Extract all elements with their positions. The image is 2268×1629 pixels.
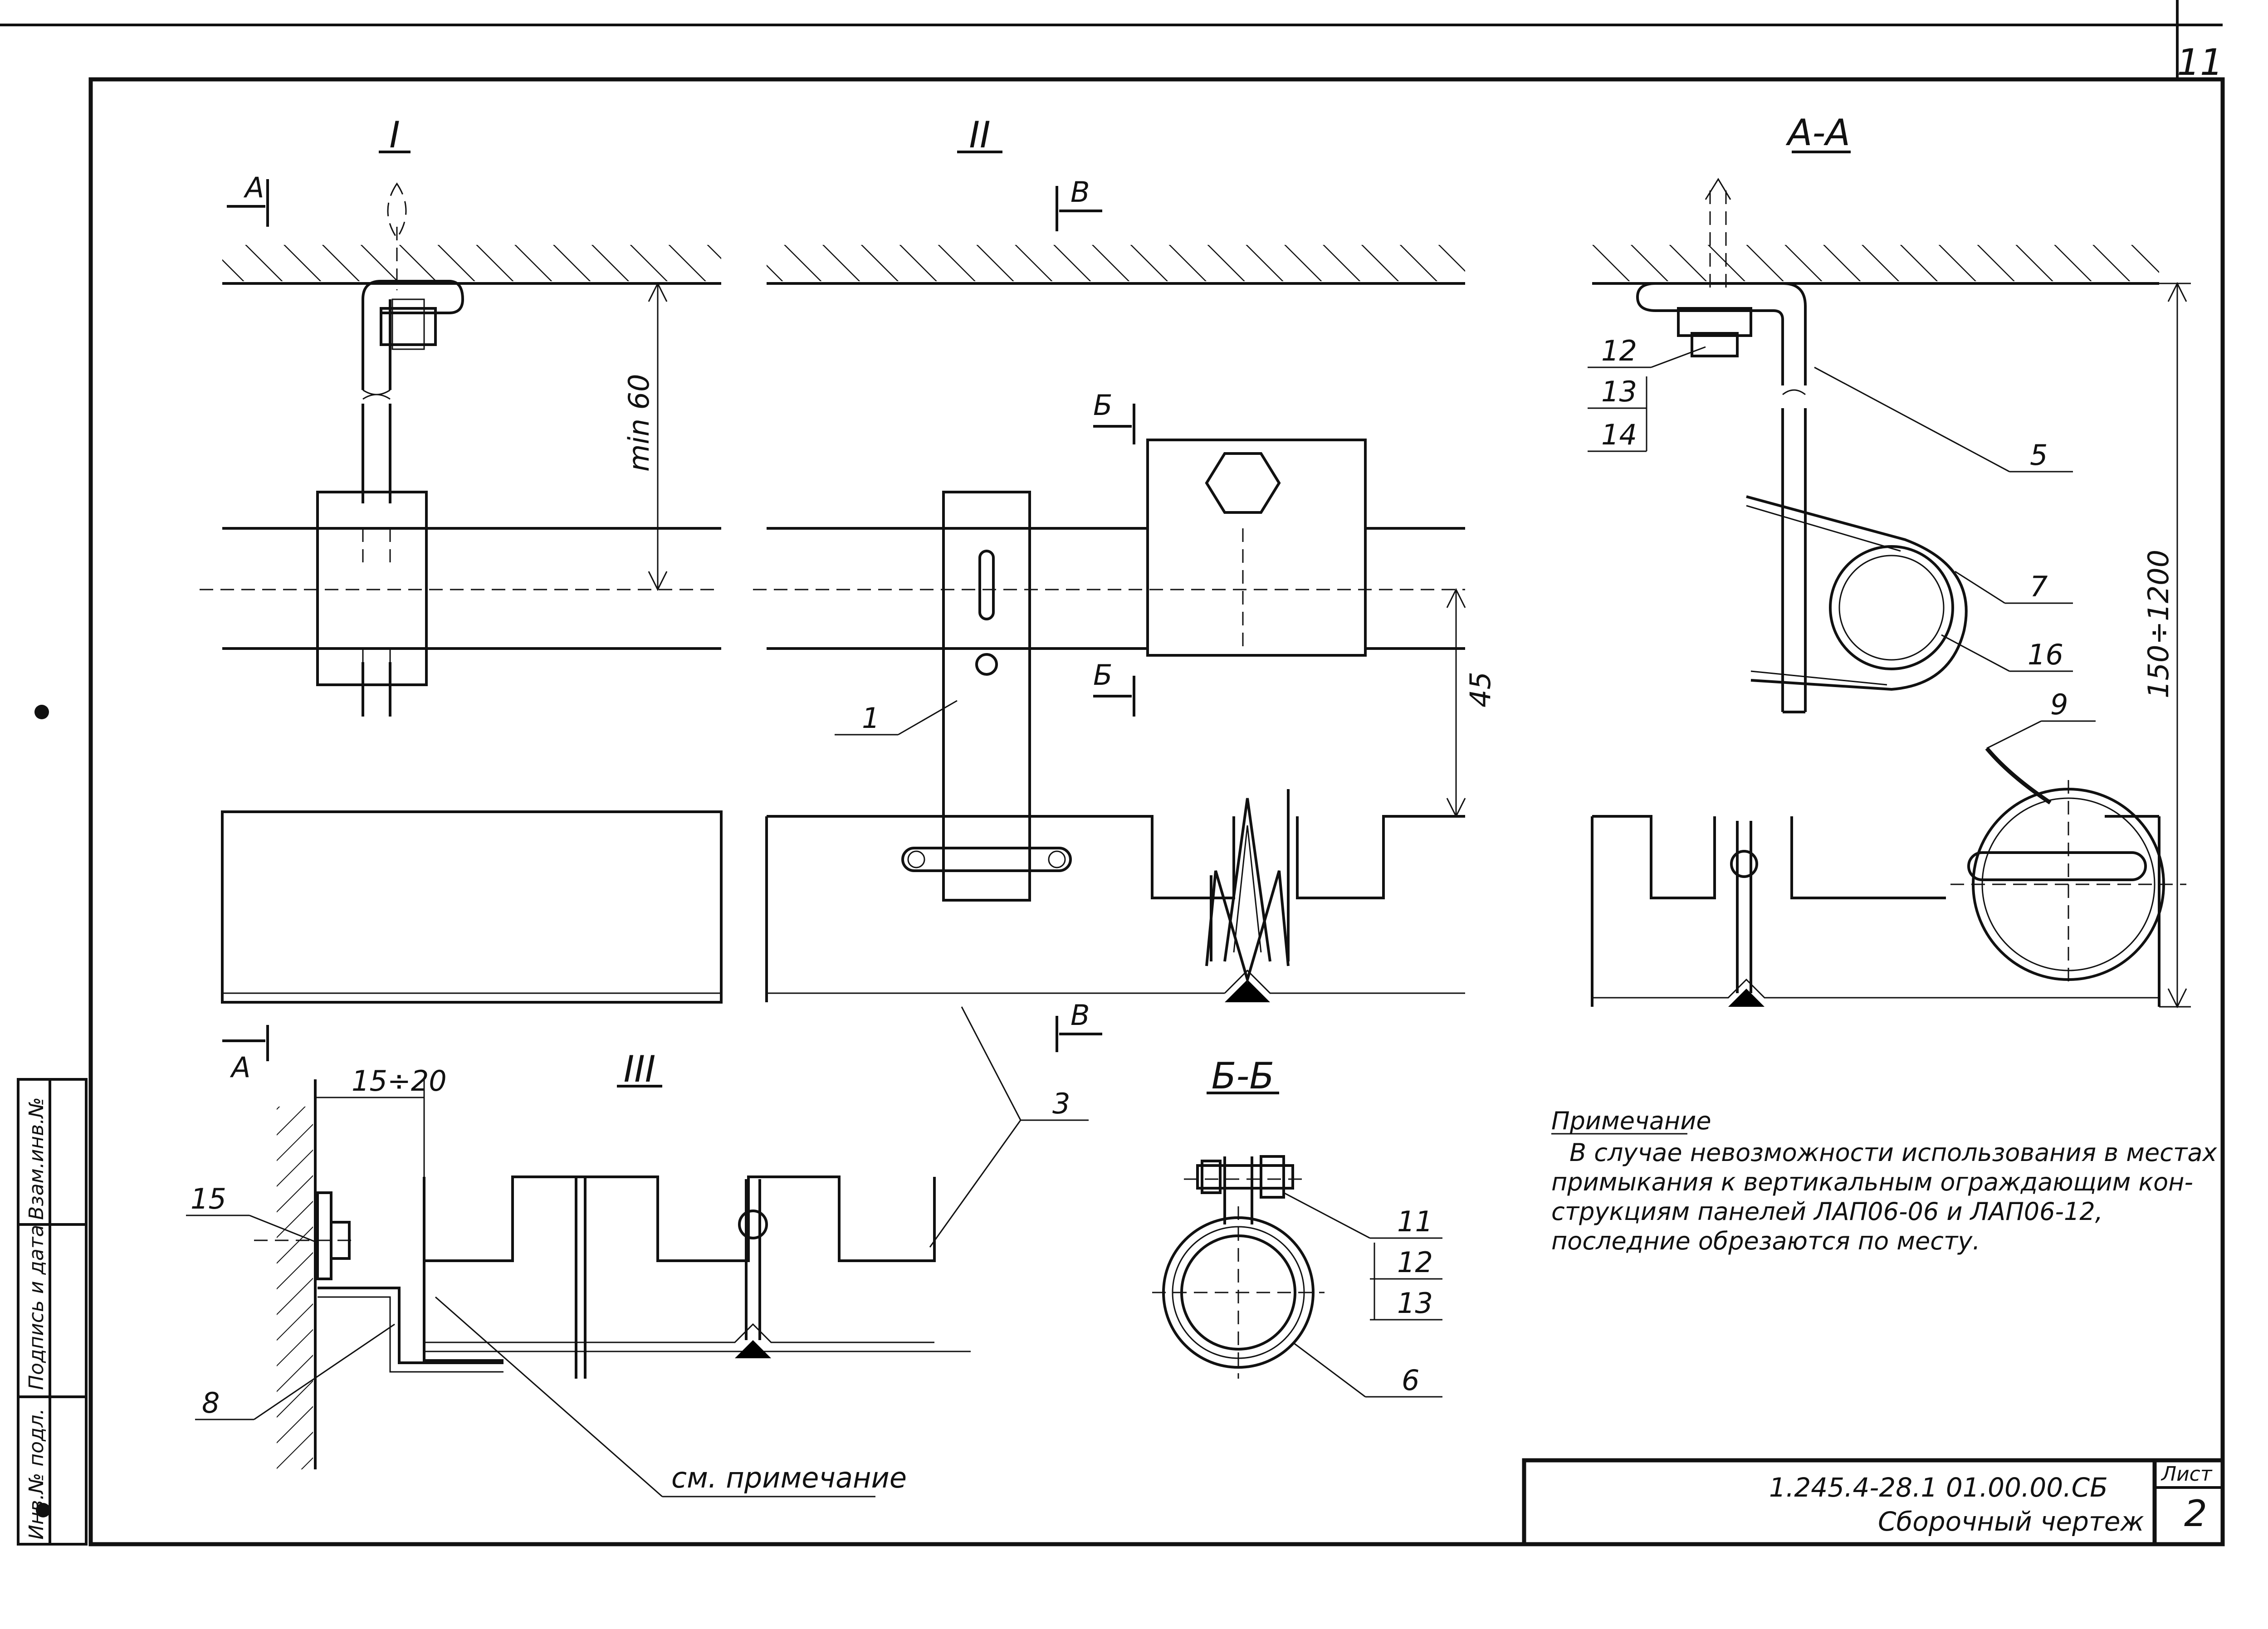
callout-1: 1 (862, 702, 880, 735)
strip-inv-label: Инв.№ подл. (25, 1408, 48, 1540)
section-mark-b-top: Б (1093, 389, 1113, 422)
note-line-1: В случае невозможности использования в м… (1569, 1138, 2217, 1167)
view-3-title: III (624, 1048, 656, 1090)
left-stamp-strip: Инв.№ подл. Подпись и дата Взам.инв.№ (17, 705, 88, 1546)
title-block: 1.245.4-28.1 01.00.00.СБ Сборочный черте… (1522, 1458, 2225, 1546)
section-mark-v-bottom: В (1070, 999, 1090, 1032)
callout-6: 6 (1402, 1364, 1419, 1397)
section-bb-title: Б-Б (1212, 1055, 1275, 1097)
strip-replace-label: Взам.инв.№ (25, 1097, 48, 1220)
sheet-number: 2 (2184, 1492, 2207, 1535)
section-mark-b-bottom: Б (1093, 658, 1113, 692)
see-note-label: см. примечание (671, 1461, 907, 1494)
dim-45: 45 (1464, 672, 1497, 707)
callout-7: 7 (2030, 570, 2048, 603)
callout-14-aa: 14 (1601, 418, 1637, 451)
note-line-4: последние обрезаются по месту. (1551, 1227, 1980, 1255)
sheet-label: Лист (2160, 1463, 2213, 1486)
callout-9: 9 (2050, 688, 2068, 721)
callout-12-aa: 12 (1601, 334, 1637, 367)
note-line-2: примыкания к вертикальным ограждающим ко… (1551, 1168, 2193, 1196)
view-2-title: II (969, 114, 990, 156)
section-mark-a-bottom: А (230, 1051, 250, 1084)
view-2: II В Б Б 1 (753, 114, 1497, 1248)
note-line-3: струкциям панелей ЛАП06-06 и ЛАП06-12, (1551, 1197, 2103, 1226)
callout-16: 16 (2028, 638, 2063, 671)
callout-11: 11 (1397, 1205, 1433, 1238)
section-mark-v-top: В (1070, 176, 1090, 209)
view-3: III 15÷20 15 8 см. (186, 1048, 971, 1497)
callout-3: 3 (1052, 1087, 1070, 1120)
callout-5: 5 (2030, 439, 2048, 472)
section-bb: Б-Б 11 12 13 6 (1152, 1055, 1442, 1398)
callout-12-bb: 12 (1397, 1246, 1433, 1279)
note-block: Примечание В случае невозможности исполь… (1551, 1107, 2217, 1255)
title-block-name: Сборочный чертеж (1878, 1506, 2144, 1537)
callout-13-bb: 13 (1397, 1287, 1433, 1320)
dim-min60: min 60 (622, 374, 655, 472)
drawing-frame: 11 (0, 0, 2225, 1546)
view-1: I А min 60 (200, 114, 723, 1084)
title-block-code: 1.245.4-28.1 01.00.00.СБ (1769, 1472, 2108, 1503)
section-mark-a-top: А (243, 171, 264, 204)
callout-15: 15 (191, 1182, 226, 1215)
dim-150-1200: 150÷1200 (2142, 550, 2175, 698)
dim-15-20: 15÷20 (352, 1064, 447, 1097)
note-title: Примечание (1551, 1107, 1711, 1135)
section-aa-title: А-А (1785, 112, 1850, 154)
view-1-title: I (389, 114, 400, 156)
section-aa: А-А 12 13 14 5 (1588, 112, 2191, 1009)
strip-sign-label: Подпись и дата (25, 1225, 48, 1390)
callout-8: 8 (202, 1386, 220, 1419)
callout-13-aa: 13 (1601, 375, 1637, 408)
sheet-number-top: 11 (2177, 41, 2223, 83)
